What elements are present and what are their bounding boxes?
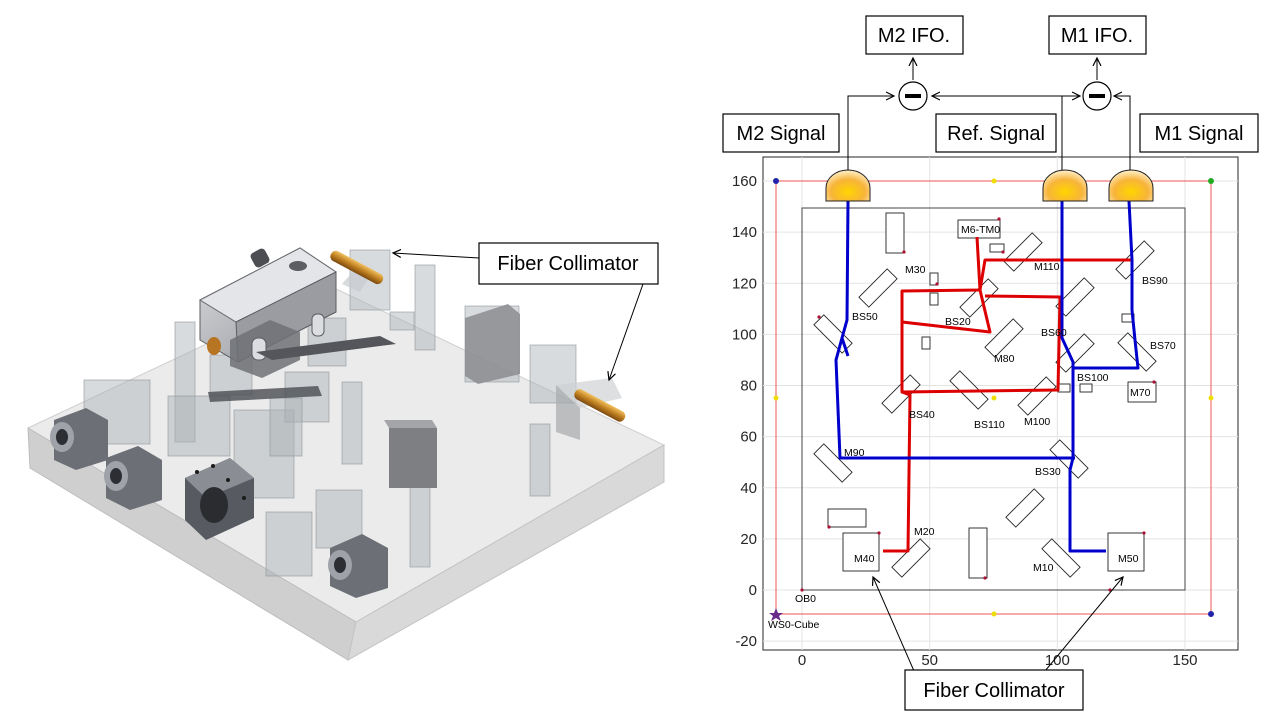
label-bs110: BS110 [974,419,1005,431]
m70-optic [1127,381,1157,403]
brass-collimator-top [330,250,384,285]
fiber-collimator-label-bottom: Fiber Collimator [923,680,1064,702]
label-m80: M80 [994,353,1015,365]
subtractor-m2 [898,81,928,111]
label-bs20: BS20 [945,316,971,328]
label-m30: M30 [905,264,926,276]
label-m100: M100 [1024,416,1050,428]
detector-m1 [1108,169,1154,202]
label-m50: M50 [1118,553,1139,565]
m2-signal-label: M2 Signal [737,123,826,145]
label-m10: M10 [1033,562,1054,574]
photodetectors [825,169,1154,202]
component-labels: M6-TM0 M30 M110 BS90 BS50 BS20 BS60 BS70… [768,224,1176,631]
label-bs50: BS50 [852,311,878,323]
m2-ifo-box: M2 IFO. [865,15,964,55]
y-tick-label: 60 [740,429,757,446]
label-bs30: BS30 [1035,466,1061,478]
y-tick-label: 140 [732,224,757,241]
fiber-collimator-label-left: Fiber Collimator [497,253,638,275]
x-tick-label: 0 [798,652,806,669]
label-m6-tm0: M6-TM0 [961,224,1000,236]
y-tick-label: 120 [732,275,757,292]
y-tick-label: -20 [735,633,757,650]
label-bs40: BS40 [909,409,935,421]
fiber-collimator-callout-bottom: Fiber Collimator [873,577,1123,711]
y-tick-label: 20 [740,531,757,548]
ref-signal-box: Ref. Signal [935,113,1057,153]
label-ws0-cube: WS0-Cube [768,619,820,631]
blue-beam [834,200,1140,553]
optical-bench-render [26,247,666,661]
x-tick-label: 50 [921,652,938,669]
metal-housing [198,247,396,402]
fiber-collimator-callout-left: Fiber Collimator [393,242,659,380]
m40-optic [842,532,880,572]
baseplate-right-face [347,444,665,661]
m50-optic [1107,532,1145,572]
m6-tm0-optic [957,219,1001,239]
m2-signal-box: M2 Signal [722,113,840,153]
detector-ref [1042,169,1088,202]
y-tick-label: 100 [732,326,757,343]
subtractor-m1 [1082,81,1112,111]
label-m20: M20 [914,526,935,538]
label-m110: M110 [1034,261,1060,273]
label-m90: M90 [844,447,865,459]
label-bs60: BS60 [1041,327,1067,339]
collimator-mounts [50,408,388,598]
label-m70: M70 [1130,387,1151,399]
bench-outline-ob0 [801,207,1186,591]
frame-corner-points [769,178,1214,621]
y-tick-label: 160 [732,173,757,190]
m2-ifo-label: M2 IFO. [878,25,950,47]
y-tick-label: 80 [740,378,757,395]
label-m40: M40 [854,553,875,565]
detector-m2 [825,169,871,202]
cube-mount [185,458,254,540]
solid-blocks [384,304,622,488]
x-tick-label: 150 [1172,652,1197,669]
optics-outlines [813,212,1157,579]
m1-ifo-label: M1 IFO. [1061,25,1133,47]
ref-signal-label: Ref. Signal [947,123,1045,145]
axis-ticks: 0 50 100 150 -20 0 20 40 60 80 100 120 140 160 [732,173,1198,669]
y-tick-label: 40 [740,480,757,497]
y-tick-label: 0 [749,582,757,599]
m1-signal-box: M1 Signal [1139,113,1259,153]
brass-collimator-right [574,389,626,422]
optic-markers [800,217,1156,592]
x-tick-label: 100 [1045,652,1070,669]
m1-ifo-box: M1 IFO. [1048,15,1147,55]
label-bs100: BS100 [1077,372,1109,384]
label-bs90: BS90 [1142,275,1168,287]
plot-frame [762,156,1239,651]
m1-signal-label: M1 Signal [1155,123,1244,145]
label-bs70: BS70 [1150,340,1176,352]
red-beam [883,236,1131,553]
signal-routing [847,58,1131,170]
layout-plot: 0 50 100 150 -20 0 20 40 60 80 100 120 140 160 [732,156,1239,669]
label-ob0: OB0 [795,593,816,605]
